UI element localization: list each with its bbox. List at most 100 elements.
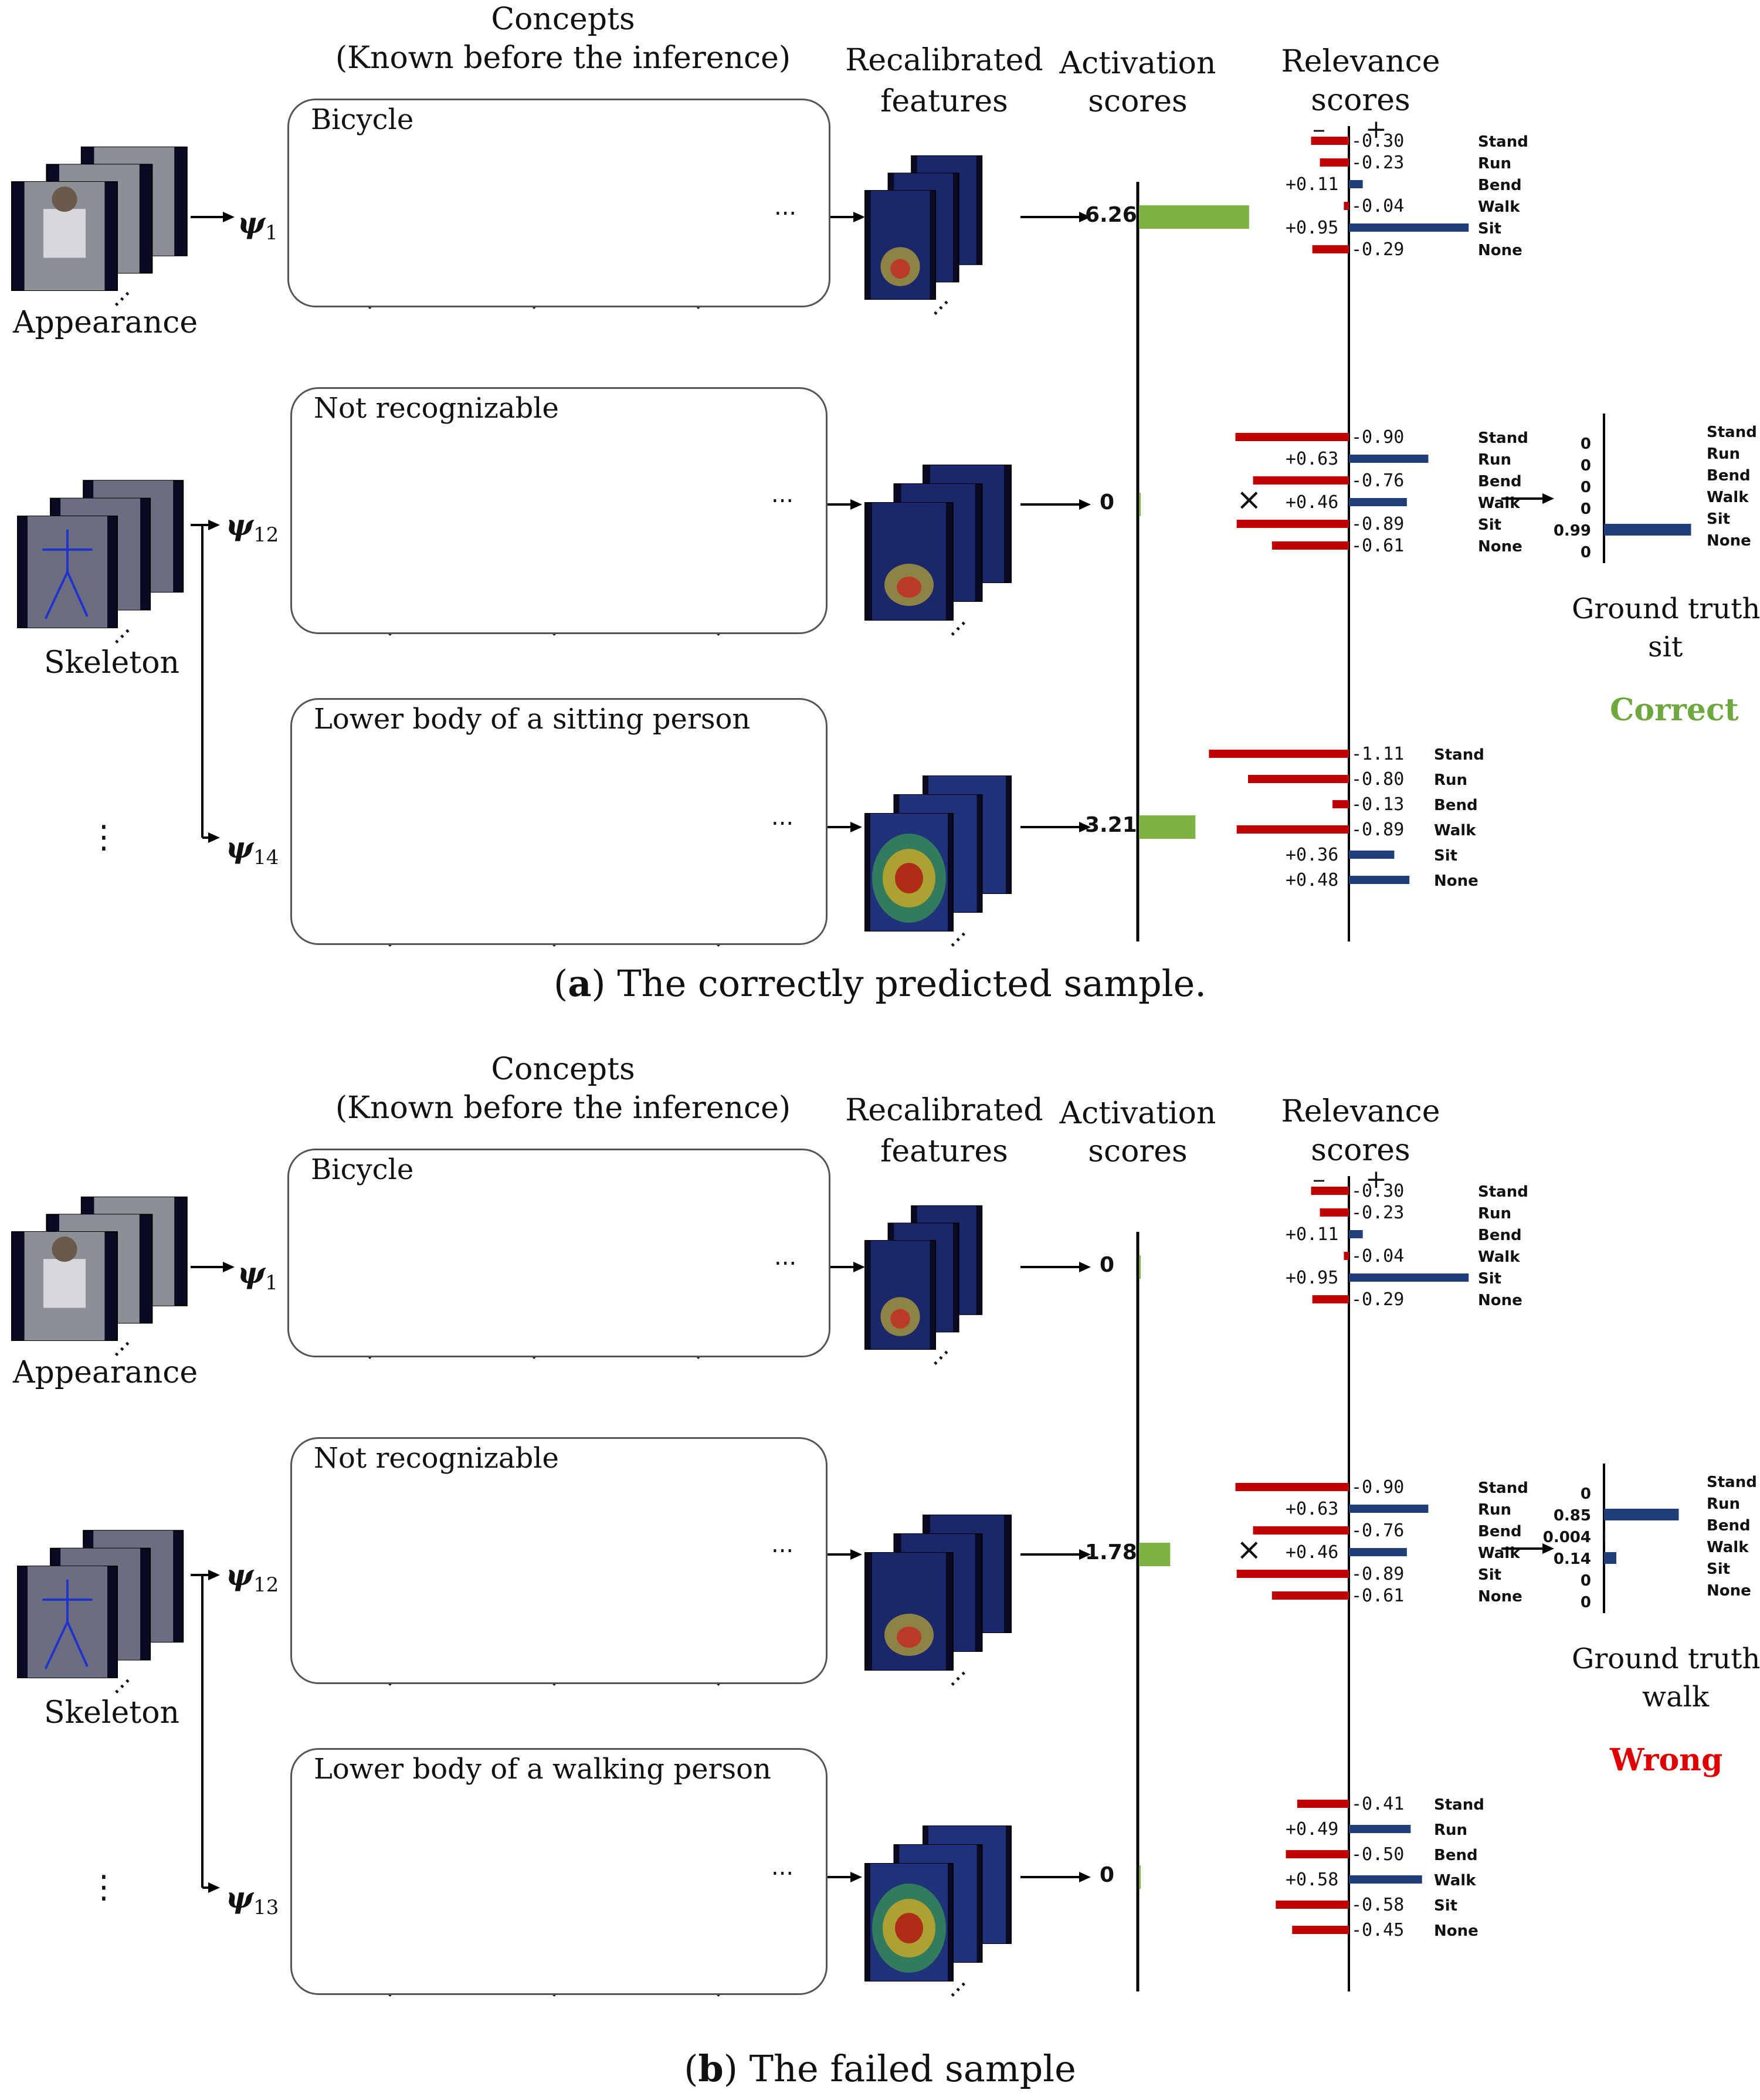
recalibrated-features-2: ...	[864, 775, 1012, 953]
caption-paren-close: )	[723, 2047, 750, 2090]
activation-bar-0	[1139, 205, 1249, 229]
concept-title-1: Not recognizable	[314, 1442, 559, 1475]
appearance-frames: ...	[11, 146, 188, 312]
recalibrated-1-to-activation-arrow	[1020, 499, 1091, 510]
psi-index: 12	[253, 1573, 279, 1597]
concept-title-2: Lower body of a walking person	[314, 1753, 771, 1786]
relevance-value-0-bend: +0.11	[1286, 174, 1338, 195]
ground-truth-label: Ground truth:	[1572, 1642, 1760, 1675]
skeleton-to-psi12-arrow	[202, 1570, 220, 1580]
concept-1-to-recalibrated-arrow	[826, 1549, 862, 1560]
activation-score-0: 0	[1100, 1253, 1115, 1277]
more-frames-ellipsis: ...	[771, 804, 794, 831]
relevance-bar-0-run	[1320, 158, 1349, 167]
activation-bar-2	[1139, 815, 1196, 839]
relevance-value-2-sit: +0.36	[1286, 845, 1338, 865]
relevance-value-1-bend: -0.76	[1351, 470, 1404, 491]
more-inputs-ellipsis: ⋮	[88, 1868, 120, 1905]
output-class-stand: Stand	[1707, 424, 1757, 441]
appearance-to-psi-arrow	[191, 212, 235, 222]
relevance-bar-0-walk	[1344, 202, 1349, 210]
more-frames-ellipsis: ...	[771, 1531, 794, 1558]
output-class-walk: Walk	[1707, 489, 1749, 506]
recalibrated-0-to-activation-arrow	[1020, 212, 1091, 222]
relevance-class-0-none: None	[1478, 242, 1522, 259]
output-bar-walk	[1604, 1552, 1616, 1564]
relevance-bar-1-none	[1271, 1591, 1349, 1600]
relevance-value-1-stand: -0.90	[1351, 1477, 1404, 1498]
relevance-class-0-run: Run	[1478, 155, 1511, 172]
plus-sign: +	[1365, 1164, 1387, 1194]
verdict-label: Wrong	[1610, 1742, 1723, 1778]
relevance-value-0-bend: +0.11	[1286, 1224, 1338, 1245]
relevance-value-1-run: +0.63	[1286, 449, 1338, 469]
psi-symbol: ψ	[238, 205, 266, 240]
recalibrated-features-0: ...	[864, 1205, 983, 1371]
relevance-bar-1-none	[1271, 541, 1349, 550]
concepts-subheader: (Known before the inference)	[335, 40, 791, 76]
relevance-bar-1-stand	[1235, 1483, 1349, 1491]
multiply-symbol: ×	[1236, 1532, 1262, 1567]
panel-correct-sample: Concepts(Known before the inference)Reca…	[11, 2, 1760, 1005]
relevance-class-2-walk: Walk	[1434, 1872, 1476, 1889]
activation-bar-0	[1139, 1255, 1141, 1279]
concept-box-1	[290, 1437, 828, 1684]
psi-label-13: ψ13	[226, 1880, 279, 1919]
skeleton-frames: ...	[17, 480, 184, 649]
activation-subheader: scores	[1088, 1134, 1188, 1169]
relevance-value-1-none: -0.61	[1351, 1586, 1404, 1606]
relevance-bar-0-sit	[1349, 1273, 1469, 1282]
output-prob-sit: 0.99	[1554, 522, 1591, 540]
recalibrated-2-to-activation-arrow	[1020, 822, 1091, 832]
caption-letter: a	[568, 962, 592, 1005]
recalibrated-header: Recalibrated	[845, 1093, 1043, 1128]
output-class-bend: Bend	[1707, 1517, 1751, 1535]
concept-box-2	[290, 1748, 828, 1995]
relevance-bar-2-sit	[1349, 851, 1395, 859]
relevance-class-2-run: Run	[1434, 1821, 1467, 1839]
relevance-class-0-stand: Stand	[1478, 1183, 1528, 1201]
activation-header: Activation	[1059, 1096, 1216, 1131]
psi-symbol: ψ	[238, 1255, 266, 1290]
relevance-class-0-none: None	[1478, 1292, 1522, 1309]
relevance-class-2-bend: Bend	[1434, 1847, 1478, 1864]
relevance-value-2-run: -0.80	[1351, 769, 1404, 790]
relevance-class-2-sit: Sit	[1434, 1897, 1457, 1915]
output-prob-bend: 0	[1581, 479, 1591, 496]
relevance-class-2-stand: Stand	[1434, 746, 1484, 764]
relevance-class-2-none: None	[1434, 1922, 1478, 1940]
output-prob-stand: 0	[1581, 1485, 1591, 1503]
concept-box-2	[290, 698, 828, 945]
recalibrated-features-1: ...	[864, 1515, 1012, 1692]
activation-score-0: 6.26	[1085, 203, 1137, 227]
output-prob-bend: 0.004	[1543, 1529, 1591, 1546]
relevance-value-0-walk: -0.04	[1351, 1246, 1404, 1266]
concept-title-0: Bicycle	[311, 1153, 414, 1186]
relevance-bar-1-bend	[1253, 1526, 1349, 1535]
recalibrated-subheader: features	[880, 1134, 1008, 1169]
output-class-bend: Bend	[1707, 467, 1751, 485]
relevance-class-1-sit: Sit	[1478, 516, 1501, 534]
output-class-none: None	[1707, 1582, 1751, 1600]
verdict-label: Correct	[1610, 692, 1739, 728]
relevance-value-1-stand: -0.90	[1351, 427, 1404, 448]
relevance-class-1-bend: Bend	[1478, 1523, 1522, 1540]
psi-symbol: ψ	[226, 1557, 254, 1592]
output-prob-sit: 0	[1581, 1572, 1591, 1590]
psi-index: 1	[265, 1271, 278, 1295]
ground-truth-value: sit	[1648, 631, 1683, 663]
output-class-sit: Sit	[1707, 1560, 1730, 1578]
panel-caption: (b) The failed sample	[0, 2047, 1760, 2090]
concept-2-to-recalibrated-arrow	[826, 1872, 862, 1882]
concept-1-to-recalibrated-arrow	[826, 499, 862, 510]
relevance-value-1-walk: +0.46	[1286, 492, 1338, 513]
relevance-class-2-bend: Bend	[1434, 797, 1478, 814]
activation-subheader: scores	[1088, 84, 1188, 119]
caption-paren-open: (	[684, 2047, 698, 2090]
psi-symbol: ψ	[226, 507, 254, 542]
relevance-value-0-stand: -0.30	[1351, 131, 1404, 151]
relevance-header: Relevance	[1281, 44, 1440, 79]
relevance-value-2-walk: -0.89	[1351, 819, 1404, 840]
output-class-sit: Sit	[1707, 510, 1730, 528]
output-prob-walk: 0.14	[1554, 1550, 1591, 1568]
